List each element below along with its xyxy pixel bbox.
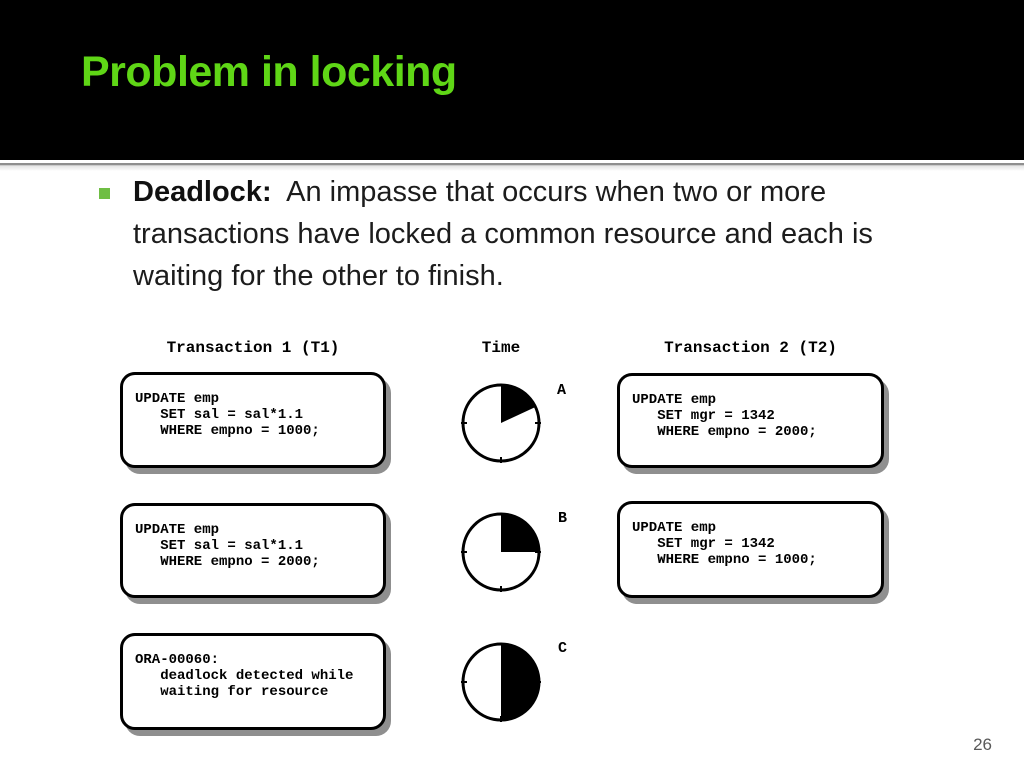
code-line: WHERE empno = 2000; [632,424,817,440]
header-divider-light [0,165,1024,166]
bullet-square-icon [99,188,110,199]
title-band: Problem in locking [0,0,1024,160]
t1-deadlock-error-box: ORA-00060: deadlock detected while waiti… [120,633,386,730]
header-divider-shadow [0,166,1024,171]
transaction2-header: Transaction 2 (T2) [664,339,837,357]
t1-update-box-1: UPDATE emp SET sal = sal*1.1 WHERE empno… [120,372,386,468]
code-line: SET mgr = 1342 [632,408,775,424]
t2-update-box-2: UPDATE emp SET mgr = 1342 WHERE empno = … [617,501,884,598]
code-line: WHERE empno = 1000; [632,552,817,568]
code-line: WHERE empno = 2000; [135,554,320,570]
clock-b-icon [461,512,541,592]
t1-update-box-2: UPDATE emp SET sal = sal*1.1 WHERE empno… [120,503,386,598]
slide-title: Problem in locking [81,48,457,96]
deadlock-definition-text: An impasse that occurs when two or more … [133,176,881,292]
code-line: UPDATE emp [632,392,717,408]
code-line: waiting for resource [135,684,329,700]
t2-update-box-1: UPDATE emp SET mgr = 1342 WHERE empno = … [617,373,884,468]
header-divider [0,163,1024,165]
code-line: SET mgr = 1342 [632,536,775,552]
transaction1-header: Transaction 1 (T1) [166,339,340,357]
code-line: UPDATE emp [135,391,220,407]
code-line: UPDATE emp [135,522,220,538]
code-line: deadlock detected while [135,668,354,684]
clock-a-label: A [557,382,567,399]
code-line: WHERE empno = 1000; [135,423,320,439]
clock-c-label: C [558,640,568,657]
deadlock-term: Deadlock: [133,176,272,208]
time-header: Time [481,339,521,357]
code-line: SET sal = sal*1.1 [135,538,304,554]
code-line: ORA-00060: [135,652,220,668]
code-line: UPDATE emp [632,520,717,536]
clock-b-label: B [558,510,568,527]
clock-a-icon [461,383,541,463]
deadlock-definition: Deadlock: An impasse that occurs when tw… [133,171,961,297]
page-number: 26 [973,735,992,754]
code-line: SET sal = sal*1.1 [135,407,304,423]
clock-c-icon [461,642,541,722]
